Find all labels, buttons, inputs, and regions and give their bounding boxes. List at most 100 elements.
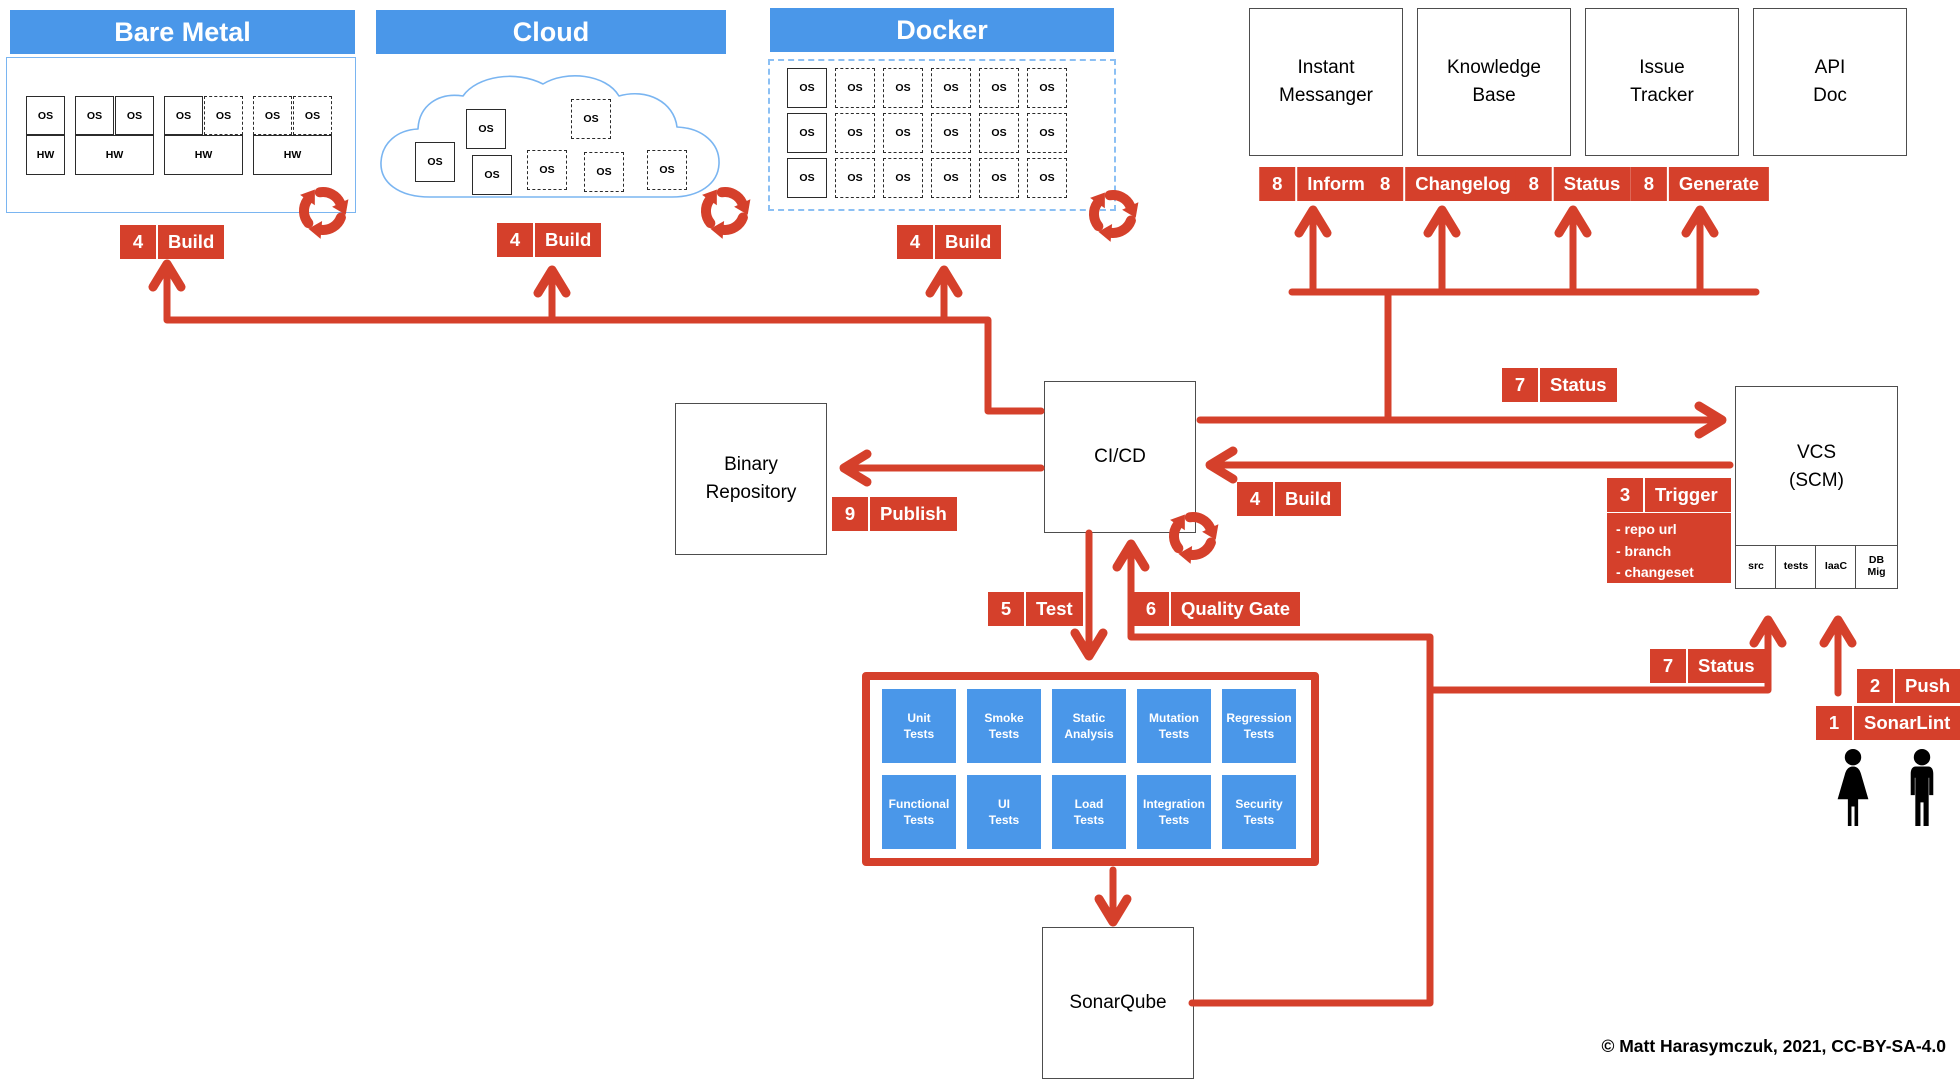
badge-number: 1 xyxy=(1816,706,1854,740)
os-box: OS xyxy=(835,158,875,198)
badge-number: 9 xyxy=(832,497,870,531)
os-box: OS xyxy=(883,68,923,108)
recycle-icon-docker xyxy=(1106,215,1136,238)
badge-text: Build xyxy=(168,231,215,252)
badge-text: Status xyxy=(1698,655,1755,676)
os-box: OS xyxy=(647,150,687,190)
test-box: Regression Tests xyxy=(1222,689,1296,763)
vcs-compartment-tests: tests xyxy=(1775,545,1817,589)
badge-number: 8 xyxy=(1631,167,1669,201)
cicd-label: CI/CD xyxy=(1094,446,1146,468)
os-box: OS xyxy=(584,152,624,192)
docker-header: Docker xyxy=(770,8,1114,52)
arrowhead xyxy=(1681,205,1719,238)
badge-text: Build xyxy=(545,229,592,250)
arrow-deploy-bus xyxy=(163,268,1045,415)
recycle-icon-docker xyxy=(1122,202,1139,218)
badge-text: Build xyxy=(945,231,992,252)
badge-trigger: 3 Trigger xyxy=(1607,478,1731,512)
os-box: OS xyxy=(787,113,827,153)
tool-box-issue-tracker: Issue Tracker xyxy=(1585,8,1739,156)
copyright-notice: © Matt Harasymczuk, 2021, CC-BY-SA-4.0 xyxy=(1601,1036,1946,1056)
badge-text: Generate xyxy=(1678,173,1760,194)
test-box: Security Tests xyxy=(1222,775,1296,849)
badge-number: 8 xyxy=(1367,167,1406,201)
binary-repository-label: Binary Repository xyxy=(705,454,797,503)
vcs-compartment-src: src xyxy=(1735,545,1777,589)
tool-label: Instant Messanger xyxy=(1279,56,1373,107)
test-box: Load Tests xyxy=(1052,775,1126,849)
tool-label: Issue Tracker xyxy=(1630,56,1694,107)
recycle-icon-cloud xyxy=(716,187,748,208)
tool-label: API Doc xyxy=(1813,56,1847,107)
test-box: UI Tests xyxy=(967,775,1041,849)
vcs-compartment-iaac: IaaC xyxy=(1815,545,1857,589)
recycle-icon-cloud xyxy=(718,212,748,235)
recycle-icon-cloud xyxy=(734,199,751,215)
test-box: Smoke Tests xyxy=(967,689,1041,763)
badge-number: 2 xyxy=(1857,669,1895,703)
test-box: Mutation Tests xyxy=(1137,689,1211,763)
os-box: OS xyxy=(1027,158,1067,198)
os-box: OS xyxy=(931,68,971,108)
woman-icon xyxy=(1837,749,1869,826)
cicd-node: CI/CD xyxy=(1044,381,1196,533)
hw-box: HW xyxy=(75,135,154,175)
tool-box-api-doc: API Doc xyxy=(1753,8,1907,156)
arrowhead xyxy=(1070,628,1108,661)
recycle-icon-cicd xyxy=(1178,546,1193,564)
os-box: OS xyxy=(835,113,875,153)
arrowhead xyxy=(1554,205,1592,238)
test-box: Static Analysis xyxy=(1052,689,1126,763)
badge-build-docker: 4 Build xyxy=(897,225,1002,259)
cloud-header: Cloud xyxy=(376,10,726,54)
badge-text: Publish xyxy=(880,503,947,524)
arrowhead xyxy=(1294,205,1332,238)
recycle-icon-cloud xyxy=(700,195,716,229)
os-box: OS xyxy=(164,96,203,135)
badge-number: 4 xyxy=(897,225,935,259)
badge-generate: 8 Generate xyxy=(1630,167,1770,201)
os-box: OS xyxy=(75,96,114,135)
test-box: Functional Tests xyxy=(882,775,956,849)
arrowhead xyxy=(925,265,963,298)
recycle-icon-cicd xyxy=(1202,524,1219,540)
badge-build-cloud: 4 Build xyxy=(497,223,602,257)
badge-text: Quality Gate xyxy=(1181,598,1290,619)
sonarqube-node: SonarQube xyxy=(1042,927,1194,1079)
bare-metal-header: Bare Metal xyxy=(10,10,355,54)
binary-repository-node: Binary Repository xyxy=(675,403,827,555)
os-box: OS xyxy=(527,150,567,190)
badge-quality-gate: 6 Quality Gate xyxy=(1133,592,1300,626)
badge-text: Status xyxy=(1563,173,1621,194)
recycle-icon-cloud xyxy=(702,189,717,206)
trigger-details: - repo url - branch - changeset xyxy=(1607,513,1731,583)
arrowhead xyxy=(839,449,872,487)
badge-number: 3 xyxy=(1607,478,1645,512)
os-box: OS xyxy=(1027,113,1067,153)
badge-number: 5 xyxy=(988,592,1026,626)
test-box: Integration Tests xyxy=(1137,775,1211,849)
badge-status-cicd-to-vcs: 7 Status xyxy=(1502,368,1617,402)
badge-number: 4 xyxy=(1237,482,1275,516)
os-box: OS xyxy=(204,96,243,135)
arrowhead xyxy=(533,265,571,298)
badge-sonarlint: 1 SonarLint xyxy=(1816,706,1960,740)
os-box: OS xyxy=(883,113,923,153)
man-icon xyxy=(1910,749,1934,826)
badge-text: Inform xyxy=(1307,173,1365,194)
os-box: OS xyxy=(293,96,332,135)
badge-text: Test xyxy=(1036,598,1073,619)
os-box: OS xyxy=(466,109,506,149)
os-box: OS xyxy=(979,68,1019,108)
badge-text: Changelog xyxy=(1415,173,1511,194)
os-box: OS xyxy=(883,158,923,198)
badge-status-to-vcs: 7 Status xyxy=(1650,649,1765,683)
sonarqube-label: SonarQube xyxy=(1069,992,1167,1014)
badge-number: 7 xyxy=(1502,368,1540,402)
badge-text: Status xyxy=(1550,374,1607,395)
hw-box: HW xyxy=(164,135,243,175)
